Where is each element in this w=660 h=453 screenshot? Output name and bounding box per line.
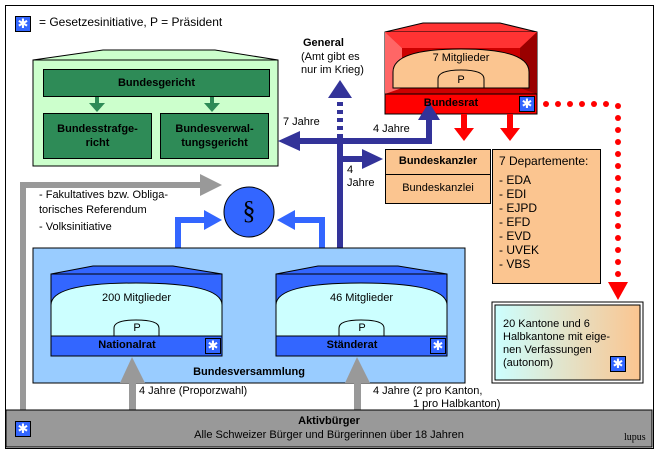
nationalrat-building (50, 265, 223, 357)
citizens-subtitle: Alle Schweizer Bürger und Bürgerinnen üb… (194, 429, 464, 441)
bundesversammlung-label[interactable]: Bundesversammlung (193, 366, 305, 378)
nationalrat-president: P (133, 322, 141, 334)
paragraph-icon: § (242, 196, 256, 225)
cantons-line-4: (autonom) (503, 357, 554, 369)
bundesverwaltungsgericht-label-2: tungsgericht (181, 137, 248, 149)
bundeskanzlei-label: Bundeskanzlei (402, 182, 474, 194)
bundesgericht-box[interactable]: Bundesgericht (43, 69, 270, 97)
bundesrat-label[interactable]: Bundesrat (423, 97, 479, 109)
cantons-line-3: nen Verfassungen (503, 344, 592, 356)
term-kanzler-2: Jahre (347, 177, 375, 189)
cantons-dotted-line (543, 101, 628, 300)
bundesstrafgericht-label-2: richt (85, 137, 110, 149)
signature: lupus (624, 432, 646, 443)
departments-box[interactable]: 7 Departemente: - EDA - EDI - EJPD - EFD… (492, 149, 601, 284)
referendum-line-2: torisches Referendum (39, 204, 147, 216)
staenderat-members: 46 Mitglieder (330, 292, 393, 304)
general-title: General (303, 37, 344, 49)
nationalrat-label[interactable]: Nationalrat (98, 339, 156, 351)
election-arrows (278, 80, 440, 248)
bundesstrafgericht-box[interactable]: Bundesstrafge- richt (43, 113, 152, 159)
bundesstrafgericht-label-1: Bundesstrafge- (57, 123, 138, 135)
general-note-2: nur im Krieg) (301, 64, 364, 76)
bundesgericht-label: Bundesgericht (117, 77, 195, 89)
department-item: - EDI (499, 187, 527, 201)
referendum-arrow (20, 174, 222, 422)
bundesrat-arrows (454, 114, 520, 141)
star-icon: ✱ (15, 16, 31, 32)
department-item: - EFD (499, 215, 531, 229)
staenderat-president: P (358, 322, 366, 334)
nationalrat-members: 200 Mitglieder (101, 292, 172, 304)
referendum-line-1: - Fakultatives bzw. Obliga- (39, 189, 168, 201)
bundesrat-president: P (457, 74, 465, 86)
bundesverwaltungsgericht-box[interactable]: Bundesverwal- tungsgericht (160, 113, 269, 159)
department-item: - EJPD (499, 201, 538, 215)
judiciary-roof (32, 49, 279, 61)
citizens-bar (5, 409, 653, 448)
law-circle (223, 186, 275, 238)
cantons-line-2: Halbkantone mit eige- (503, 331, 611, 343)
bundesrat-building (384, 22, 538, 115)
term-staenderat-2: 1 pro Halbkanton) (413, 398, 501, 410)
citizen-election-arrows (120, 357, 370, 412)
citizens-initiative-star-icon: ✱ (15, 421, 31, 437)
bundesrat-initiative-star-icon: ✱ (519, 96, 535, 112)
department-item: - EVD (499, 229, 532, 243)
term-kanzler-1: 4 (347, 164, 354, 176)
staenderat-building (275, 265, 448, 357)
department-item: - UVEK (499, 243, 540, 257)
bundeskanzler-label: Bundeskanzler (398, 155, 478, 167)
referendum-line-3: - Volksinitiative (39, 221, 112, 233)
term-court: 7 Jahre (283, 116, 320, 128)
bundesverwaltungsgericht-label-1: Bundesverwal- (175, 123, 254, 135)
staenderat-initiative-star-icon: ✱ (430, 338, 446, 354)
term-staenderat-1: 4 Jahre (2 pro Kanton, (373, 385, 483, 397)
departments-title: 7 Departemente: (499, 154, 589, 168)
nationalrat-initiative-star-icon: ✱ (205, 338, 221, 354)
staenderat-label[interactable]: Ständerat (326, 339, 378, 351)
department-item: - EDA (499, 173, 532, 187)
cantons-initiative-star-icon: ✱ (610, 356, 626, 372)
bundeskanzler-box[interactable]: Bundeskanzler (385, 149, 491, 175)
department-item: - VBS (499, 257, 531, 271)
chamber-to-law-arrows (175, 210, 325, 267)
cantons-line-1: 20 Kantone und 6 (503, 318, 590, 330)
court-arrows (89, 96, 220, 112)
term-bundesrat: 4 Jahre (373, 123, 410, 135)
general-note-1: (Amt gibt es (301, 51, 360, 63)
legend-text: = Gesetzesinitiative, P = Präsident (39, 15, 223, 29)
bundesrat-members: 7 Mitglieder (432, 52, 490, 64)
bundeskanzlei-box[interactable]: Bundeskanzlei (385, 174, 491, 204)
citizens-title[interactable]: Aktivbürger (298, 415, 360, 427)
term-nationalrat: 4 Jahre (Proporzwahl) (139, 385, 248, 397)
